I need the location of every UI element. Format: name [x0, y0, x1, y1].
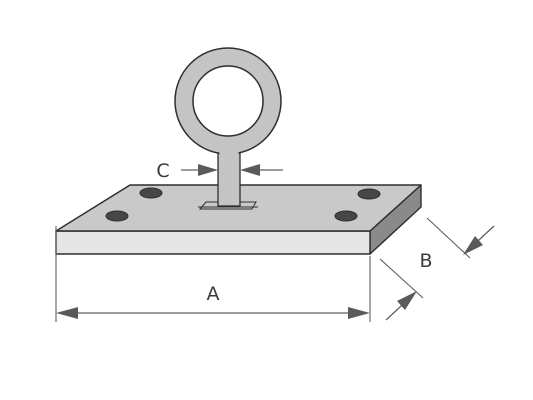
dimension-b-arrow-upper — [463, 236, 483, 255]
dimension-c: C — [156, 160, 283, 182]
dimension-c-label: C — [156, 160, 169, 182]
eye-ring-hole — [192, 65, 264, 137]
mounting-hole-back-left — [139, 187, 163, 199]
eye-stem — [217, 147, 241, 207]
dimension-a-arrow-left — [56, 307, 78, 319]
dimension-b-extension-front — [379, 258, 424, 299]
dimension-a-label: A — [207, 283, 220, 305]
dimension-b-extension-back — [426, 217, 471, 259]
lifting-eye — [174, 47, 282, 207]
dimension-c-arrow-right — [240, 164, 260, 176]
dimension-b: B — [379, 217, 495, 321]
dimension-b-arrow-lower — [397, 291, 417, 310]
dimension-a-arrow-right — [348, 307, 370, 319]
stem-joint — [219, 140, 239, 156]
dimension-b-label: B — [419, 250, 432, 272]
base-plate — [55, 184, 422, 255]
mounting-hole-front-left — [105, 210, 129, 222]
plate-front-face — [55, 230, 371, 255]
mounting-hole-back-right — [357, 188, 381, 200]
mounting-hole-front-right — [334, 210, 358, 222]
dimension-a: A — [55, 226, 371, 322]
dimension-c-arrow-left — [198, 164, 218, 176]
